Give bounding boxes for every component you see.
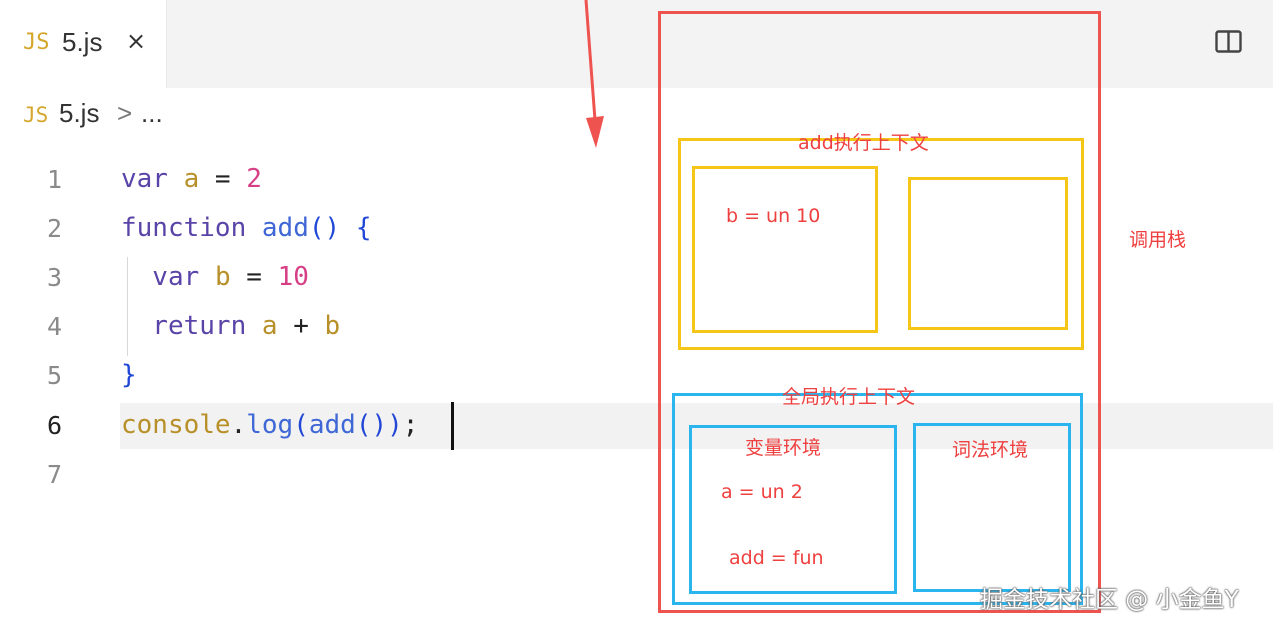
code-token: ()	[308, 213, 341, 243]
code-token: add	[308, 410, 356, 440]
code-token	[168, 164, 184, 194]
code-token: var	[121, 164, 168, 194]
code-token: b	[324, 311, 341, 341]
code-line[interactable]: console.log(add());	[121, 410, 418, 440]
code-token: }	[121, 360, 137, 390]
code-line[interactable]: return a + b	[121, 311, 340, 341]
code-token: ()	[355, 410, 388, 440]
split-editor-icon[interactable]	[1215, 30, 1242, 53]
code-token: .	[230, 410, 247, 440]
code-token: 10	[277, 262, 309, 292]
line-number: 3	[46, 263, 62, 292]
breadcrumb-more[interactable]: ...	[141, 98, 163, 128]
add-var-b: b = un 10	[726, 205, 821, 227]
code-line[interactable]: var a = 2	[121, 164, 262, 194]
code-token	[246, 311, 262, 341]
add-variable-env-box	[692, 166, 878, 333]
close-icon[interactable]: ×	[126, 27, 147, 55]
code-token: a	[183, 164, 200, 194]
indent-guide	[127, 257, 128, 356]
variable-env-label: 变量环境	[745, 437, 822, 459]
code-token: log	[246, 410, 294, 440]
code-line[interactable]: var b = 10	[121, 262, 309, 292]
code-token: (	[293, 410, 309, 440]
line-number: 7	[46, 460, 62, 489]
code-token: a	[261, 311, 278, 341]
watermark: 掘金技术社区 @ 小金鱼Y	[980, 587, 1239, 613]
code-line[interactable]: }	[121, 360, 137, 390]
code-token: )	[387, 410, 403, 440]
red-arrow	[584, 0, 604, 148]
line-number: 5	[46, 361, 62, 390]
javascript-file-icon: JS	[23, 103, 49, 127]
call-stack-box	[658, 11, 1101, 613]
code-token: console	[121, 410, 231, 440]
tab-bar: JS 5.js ×	[0, 0, 1273, 88]
lexical-env-label: 词法环境	[952, 439, 1029, 461]
code-token	[246, 213, 262, 243]
code-token: =	[199, 164, 247, 194]
line-number: 2	[46, 214, 62, 243]
global-var-a: a = un 2	[721, 481, 803, 503]
code-token: var	[121, 262, 200, 292]
chevron-right-icon: >	[117, 98, 133, 128]
tab-5-js[interactable]: JS 5.js ×	[0, 0, 167, 88]
call-stack-label: 调用栈	[1129, 229, 1187, 251]
code-token: b	[214, 262, 231, 292]
breadcrumb-file[interactable]: 5.js	[59, 98, 100, 128]
line-number: 1	[46, 165, 62, 194]
code-token: function	[121, 213, 247, 243]
text-cursor	[451, 402, 454, 450]
global-var-add: add = fun	[729, 547, 824, 569]
code-token: +	[277, 311, 325, 341]
global-context-box	[672, 393, 1083, 605]
add-lexical-env-box	[908, 177, 1068, 330]
global-variable-env-box	[689, 425, 897, 594]
code-token: add	[261, 213, 309, 243]
code-token	[199, 262, 215, 292]
global-context-label: 全局执行上下文	[782, 386, 916, 408]
add-context-box	[678, 138, 1084, 350]
code-token: return	[121, 311, 247, 341]
tab-filename: 5.js	[62, 27, 103, 57]
code-token: =	[230, 262, 278, 292]
code-token: {	[355, 213, 372, 243]
code-token: 2	[246, 164, 262, 194]
code-token	[340, 213, 356, 243]
code-token: ;	[402, 410, 419, 440]
add-context-label: add执行上下文	[798, 132, 929, 154]
javascript-file-icon: JS	[23, 30, 50, 55]
line-number: 4	[46, 312, 62, 341]
code-line[interactable]: function add() {	[121, 213, 371, 243]
line-number-active: 6	[46, 411, 62, 440]
global-lexical-env-box	[913, 423, 1071, 592]
